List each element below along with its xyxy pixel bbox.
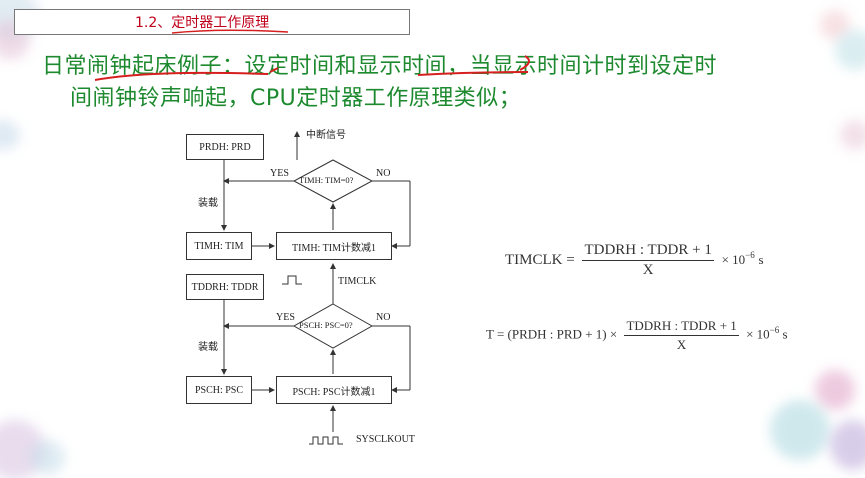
load-label-1: 装载 <box>198 198 218 209</box>
formula-1-numerator: TDDRH : TDDR + 1 <box>582 242 714 261</box>
decorative-blob <box>840 120 865 150</box>
body-text-line-2: 间闹钟铃声响起，CPU定时器工作原理类似； <box>70 86 522 111</box>
decorative-blob <box>770 400 830 460</box>
body-text-line-1: 日常闹钟起床例子：设定时间和显示时间，当显示时间计时到设定时 <box>42 54 718 79</box>
psc-zero-decision: PSCH: PSC=0? <box>299 320 353 330</box>
prdh-box: PRDH: PRD <box>186 134 264 160</box>
formula-1-multiplier: × 10 <box>721 251 746 267</box>
decorative-blob <box>0 120 20 150</box>
load-label-2: 装载 <box>198 342 218 353</box>
flowchart-lines <box>221 131 411 445</box>
yes-label-1: YES <box>270 168 289 179</box>
sysclkout-label: SYSCLKOUT <box>356 434 415 445</box>
decorative-blob <box>30 440 65 475</box>
timclk-label: TIMCLK <box>338 276 377 287</box>
section-title-box: 1.2、定时器工作原理 <box>14 9 410 35</box>
no-label-2: NO <box>376 312 391 323</box>
tddrh-box: TDDRH: TDDR <box>186 274 264 300</box>
tim-decrement-box: TIMH: TIM计数减1 <box>276 232 392 260</box>
formula-2-exponent: −6 <box>769 325 780 336</box>
section-title: 1.2、定时器工作原理 <box>135 15 270 31</box>
decorative-blob <box>815 370 855 410</box>
decorative-blob <box>830 420 865 470</box>
period-formula: T = (PRDH : PRD + 1) × TDDRH : TDDR + 1 … <box>486 318 788 353</box>
tim-zero-decision: TIMH: TIM=0? <box>299 175 354 185</box>
interrupt-signal-label: 中断信号 <box>306 130 346 141</box>
formula-1-fraction: TDDRH : TDDR + 1 X <box>582 242 714 279</box>
yes-label-2: YES <box>276 312 295 323</box>
formula-1-unit: s <box>758 251 764 267</box>
timer-flowchart: PRDH: PRD 中断信号 TIMH: TIM=0? YES NO 装载 TI… <box>178 122 458 452</box>
formula-2-unit: s <box>782 326 788 342</box>
no-label-1: NO <box>376 168 391 179</box>
formula-2-lhs: T = (PRDH : PRD + 1) × <box>486 326 618 342</box>
formula-2-multiplier: × 10 <box>746 326 770 342</box>
decorative-blob <box>835 30 865 70</box>
psch-box: PSCH: PSC <box>186 376 252 404</box>
formula-2-denominator: X <box>676 337 687 352</box>
formula-1-lhs: TIMCLK = <box>505 251 575 268</box>
timh-box: TIMH: TIM <box>186 232 252 260</box>
formula-2-numerator: TDDRH : TDDR + 1 <box>624 318 739 336</box>
formula-1-denominator: X <box>642 262 654 278</box>
timclk-formula: TIMCLK = TDDRH : TDDR + 1 X × 10−6 s <box>505 242 764 279</box>
formula-1-exponent: −6 <box>745 249 755 260</box>
formula-2-fraction: TDDRH : TDDR + 1 X <box>624 318 739 353</box>
psc-decrement-box: PSCH: PSC计数减1 <box>276 376 392 404</box>
